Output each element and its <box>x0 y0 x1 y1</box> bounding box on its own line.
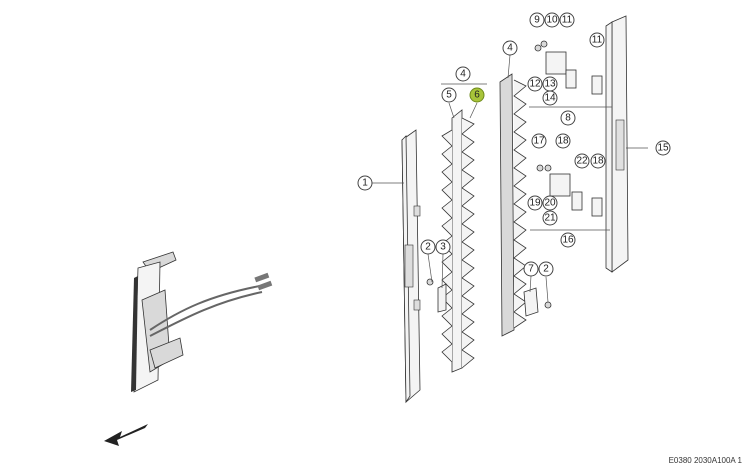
svg-text:4: 4 <box>507 43 513 54</box>
callout-2-right: 2 <box>538 261 554 277</box>
svg-text:11: 11 <box>592 35 603 46</box>
svg-text:5: 5 <box>446 90 452 101</box>
svg-text:18: 18 <box>592 156 604 167</box>
callout-5: 5 <box>441 87 457 103</box>
callout-11-right: 11 <box>589 32 605 48</box>
svg-text:17: 17 <box>533 136 545 147</box>
svg-text:8: 8 <box>565 113 571 124</box>
callout-19: 19 <box>527 195 543 211</box>
svg-text:19: 19 <box>529 198 541 209</box>
callout-4-left: 4 <box>455 66 471 82</box>
part-2-bolt-left <box>426 278 447 313</box>
document-code-label: E0380 2030A100A 1 <box>668 456 742 465</box>
callout-21: 21 <box>542 210 558 226</box>
svg-text:11: 11 <box>562 15 573 26</box>
callout-13: 13 <box>542 76 558 92</box>
svg-text:3: 3 <box>440 242 446 253</box>
part-8-clamp-group-upper <box>534 40 603 95</box>
callout-14: 14 <box>542 90 558 106</box>
callout-9: 9 <box>529 12 545 28</box>
callout-22: 22 <box>574 153 590 169</box>
callout-12: 12 <box>527 76 543 92</box>
callout-18-right: 18 <box>590 153 606 169</box>
callout-8: 8 <box>560 110 576 126</box>
callout-15: 15 <box>655 140 671 156</box>
svg-text:9: 9 <box>534 15 540 26</box>
part-16-clamp-group-lower <box>536 164 603 217</box>
svg-text:15: 15 <box>657 143 669 154</box>
svg-text:12: 12 <box>529 79 541 90</box>
svg-text:21: 21 <box>544 213 556 224</box>
svg-text:10: 10 <box>546 15 558 26</box>
part-1-guard-rail <box>401 129 421 404</box>
svg-text:16: 16 <box>562 235 574 246</box>
callout-2: 2 <box>420 239 436 255</box>
part-15-frame-bar <box>605 15 629 273</box>
svg-text:4: 4 <box>460 69 466 80</box>
callout-17: 17 <box>531 133 547 149</box>
svg-text:6: 6 <box>474 90 480 101</box>
leader-lines <box>372 54 648 303</box>
callout-11-top: 11 <box>559 12 575 28</box>
svg-text:22: 22 <box>576 156 588 167</box>
callout-18-top: 18 <box>555 133 571 149</box>
callout-16: 16 <box>560 232 576 248</box>
svg-text:13: 13 <box>544 79 556 90</box>
svg-text:20: 20 <box>544 198 556 209</box>
direction-arrow-icon <box>104 424 148 446</box>
callout-3: 3 <box>435 239 451 255</box>
svg-text:1: 1 <box>362 178 368 189</box>
svg-text:2: 2 <box>425 242 431 253</box>
svg-text:2: 2 <box>543 264 549 275</box>
callout-10: 10 <box>544 12 560 28</box>
callout-6-highlighted: 6 <box>469 87 485 103</box>
svg-text:7: 7 <box>528 264 534 275</box>
callout-20: 20 <box>542 195 558 211</box>
callout-7: 7 <box>523 261 539 277</box>
machine-overview-illustration <box>131 251 273 393</box>
callout-4-right: 4 <box>502 40 518 56</box>
svg-text:14: 14 <box>544 93 556 104</box>
svg-text:18: 18 <box>557 136 569 147</box>
callout-1: 1 <box>357 175 373 191</box>
part-4-knife-section-right <box>499 73 527 337</box>
